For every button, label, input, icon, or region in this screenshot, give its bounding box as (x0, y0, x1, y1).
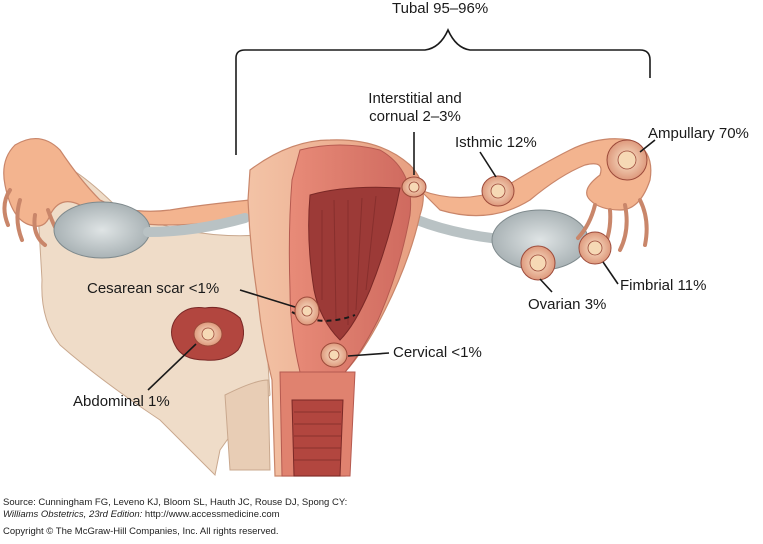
cesarean-sac (294, 296, 320, 326)
right-fimbriae (576, 198, 649, 257)
label-cervical: Cervical <1% (393, 344, 482, 361)
left-ovarian-ligament (143, 213, 250, 237)
label-ampullary: Ampullary 70% (648, 125, 749, 142)
label-abdominal: Abdominal 1% (73, 393, 170, 410)
cervical-sac (320, 342, 348, 368)
source-citation: Source: Cunningham FG, Leveno KJ, Bloom … (3, 497, 347, 521)
right-fallopian-tube (419, 138, 652, 217)
leader-isthmic (479, 151, 497, 178)
leader-abdominal (147, 343, 197, 391)
leader-ampullary (639, 139, 656, 153)
ampullary-sac (606, 139, 648, 181)
cavity-folds (321, 195, 377, 325)
leader-cesarean (239, 289, 296, 308)
source-prefix: Source: Cunningham FG, Leveno KJ, Bloom … (3, 497, 348, 508)
leader-fimbrial (602, 261, 619, 285)
label-fimbrial: Fimbrial 11% (620, 277, 707, 294)
label-interstitial-line1: Interstitial and (368, 90, 462, 107)
leader-ovarian (539, 278, 553, 293)
label-isthmic: Isthmic 12% (455, 134, 537, 151)
label-ovarian: Ovarian 3% (528, 296, 607, 313)
source-book-line: Williams Obstetrics, 23rd Edition: http:… (3, 509, 347, 521)
label-tubal: Tubal 95–96% (392, 0, 489, 17)
cesarean-scar-line (291, 311, 356, 322)
tubal-brace (235, 28, 651, 155)
left-fimbriae (2, 188, 64, 247)
fimbrial-sac (578, 231, 612, 265)
source-url: http://www.accessmedicine.com (142, 509, 280, 520)
ovarian-sac (520, 245, 556, 281)
interstitial-sac (401, 176, 427, 198)
vaginal-canal (291, 399, 344, 477)
uterine-cavity (308, 186, 401, 341)
label-cesarean: Cesarean scar <1% (87, 280, 220, 297)
abdominal-sac (171, 307, 244, 361)
isthmic-sac (481, 175, 515, 207)
label-interstitial-line2: cornual 2–3% (369, 108, 461, 125)
leader-cervical (347, 352, 390, 357)
peritoneum-fold (224, 379, 271, 471)
vaginal-rugae (294, 411, 341, 461)
label-interstitial: Interstitial and cornual 2–3% (350, 90, 480, 126)
source-book: Williams Obstetrics, 23rd Edition: (3, 509, 143, 520)
left-ovary (53, 201, 151, 259)
copyright: Copyright © The McGraw-Hill Companies, I… (3, 526, 279, 537)
